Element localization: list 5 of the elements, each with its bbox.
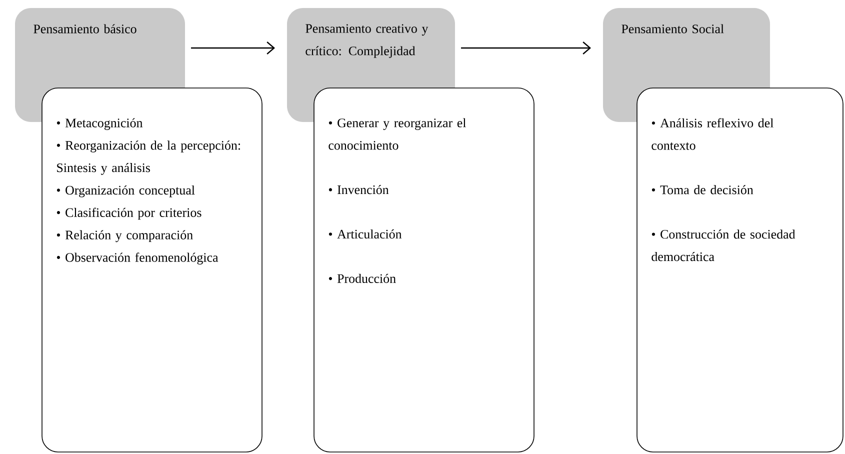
list-box: • Generar y reorganizar el conocimiento • Invención • Articulación • Producción xyxy=(314,88,534,452)
arrow xyxy=(461,42,591,54)
list-box: • Análisis reflexivo del contexto • Toma de decisión • Construcción de sociedad democrática xyxy=(636,88,844,452)
list-box: • Metacognición • Reorganización de la percepción: Sintesis y análisis • Organización conceptual • Clasificación por criterios • Relación y comparación • Observación fenomenológica xyxy=(42,88,262,452)
arrow xyxy=(191,42,275,54)
